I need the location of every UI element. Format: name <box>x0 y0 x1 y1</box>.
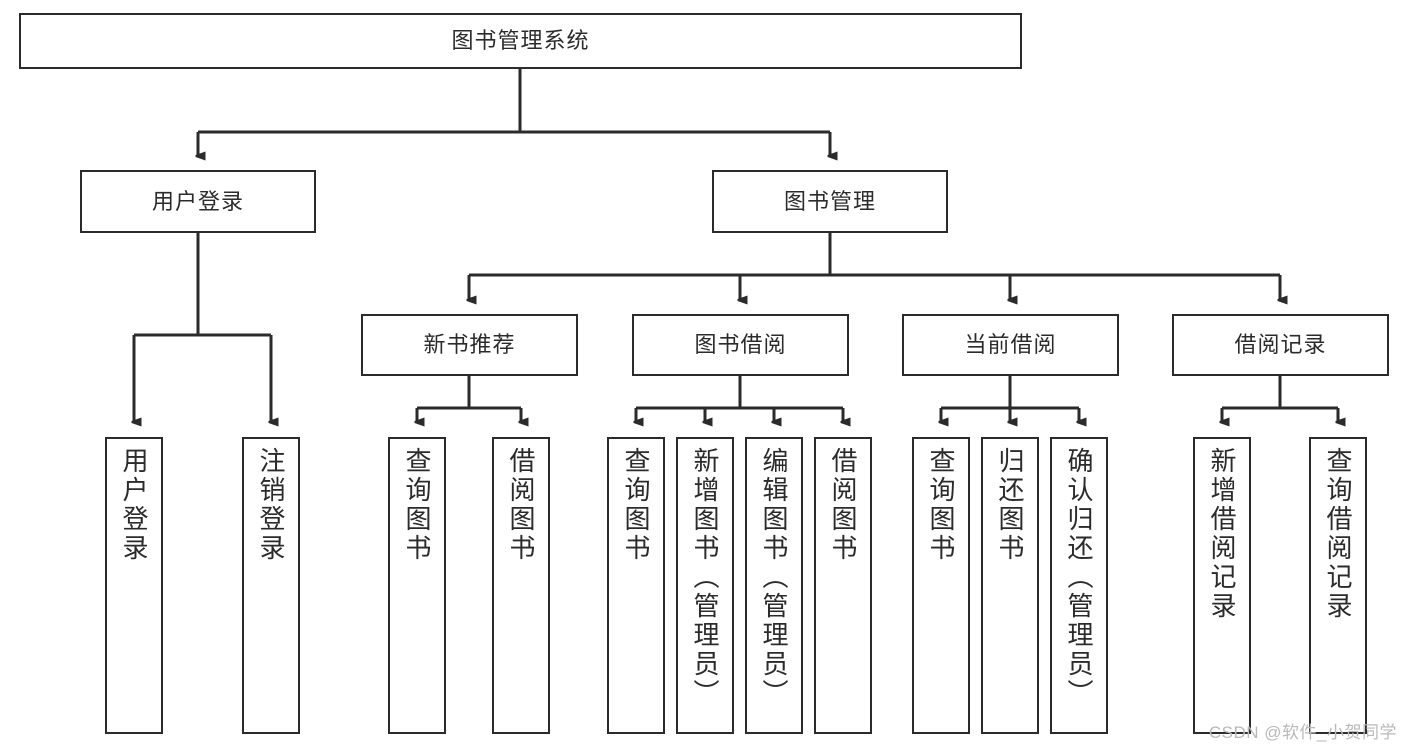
node-current-borrow[interactable]: 当前借阅 <box>902 314 1119 376</box>
leaf-book-borrow-borrow-label: 借阅图书 <box>828 447 858 563</box>
leaf-book-borrow-edit[interactable]: 编辑图书（管理员） <box>745 437 803 734</box>
leaf-user-login-login-label: 用户登录 <box>119 447 149 563</box>
node-borrow-record[interactable]: 借阅记录 <box>1172 314 1389 376</box>
node-root-label: 图书管理系统 <box>451 28 590 54</box>
leaf-new-book-borrow-label: 借阅图书 <box>506 447 536 563</box>
leaf-book-borrow-query[interactable]: 查询图书 <box>607 437 665 734</box>
leaf-borrow-record-add-label: 新增借阅记录 <box>1207 447 1237 621</box>
node-new-book-recommend-label: 新书推荐 <box>423 332 516 358</box>
node-borrow-record-label: 借阅记录 <box>1234 332 1327 358</box>
node-book-borrow-label: 图书借阅 <box>694 332 787 358</box>
leaf-new-book-borrow[interactable]: 借阅图书 <box>492 437 550 734</box>
leaf-borrow-record-query-label: 查询借阅记录 <box>1323 447 1353 621</box>
leaf-borrow-record-add[interactable]: 新增借阅记录 <box>1193 437 1251 734</box>
leaf-book-borrow-query-label: 查询图书 <box>621 447 651 563</box>
leaf-new-book-query-label: 查询图书 <box>402 447 432 563</box>
leaf-current-borrow-confirm-return[interactable]: 确认归还（管理员） <box>1050 437 1108 734</box>
leaf-book-borrow-borrow[interactable]: 借阅图书 <box>814 437 872 734</box>
node-book-management-label: 图书管理 <box>783 188 876 214</box>
leaf-book-borrow-add[interactable]: 新增图书（管理员） <box>676 437 734 734</box>
leaf-user-login-logout[interactable]: 注销登录 <box>242 437 300 734</box>
leaf-user-login-logout-label: 注销登录 <box>256 447 286 563</box>
csdn-watermark: CSDN @软件_小贺同学 <box>1208 723 1397 742</box>
node-current-borrow-label: 当前借阅 <box>964 332 1057 358</box>
node-book-management[interactable]: 图书管理 <box>712 170 948 233</box>
leaf-current-borrow-query-label: 查询图书 <box>926 447 956 563</box>
leaf-current-borrow-query[interactable]: 查询图书 <box>912 437 970 734</box>
leaf-current-borrow-confirm-return-label: 确认归还（管理员） <box>1064 447 1094 708</box>
leaf-new-book-query[interactable]: 查询图书 <box>388 437 446 734</box>
leaf-borrow-record-query[interactable]: 查询借阅记录 <box>1309 437 1367 734</box>
leaf-user-login-login[interactable]: 用户登录 <box>105 437 163 734</box>
leaf-book-borrow-add-label: 新增图书（管理员） <box>690 447 720 708</box>
node-new-book-recommend[interactable]: 新书推荐 <box>361 314 578 376</box>
node-user-login[interactable]: 用户登录 <box>80 170 316 233</box>
node-user-login-label: 用户登录 <box>151 188 244 214</box>
leaf-current-borrow-return-label: 归还图书 <box>995 447 1025 563</box>
node-root[interactable]: 图书管理系统 <box>19 13 1022 69</box>
leaf-current-borrow-return[interactable]: 归还图书 <box>981 437 1039 734</box>
node-book-borrow[interactable]: 图书借阅 <box>632 314 849 376</box>
leaf-book-borrow-edit-label: 编辑图书（管理员） <box>759 447 789 708</box>
